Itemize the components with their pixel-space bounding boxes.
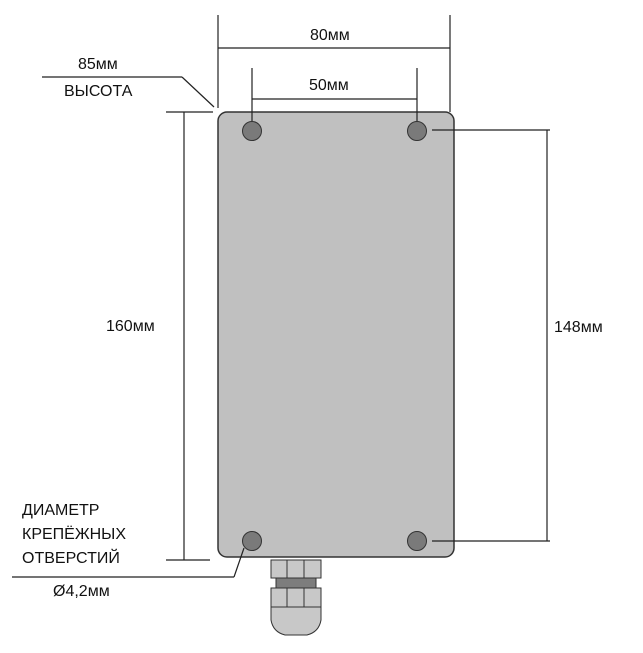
mounting-hole-bottom-left [242, 531, 262, 551]
mounting-hole-bottom-right [407, 531, 427, 551]
height-leader-lines [42, 76, 215, 108]
height-value-label: 85мм [78, 56, 118, 73]
cable-gland [270, 559, 322, 636]
mounting-hole-top-left [242, 121, 262, 141]
hole-spacing-vertical-label: 148мм [554, 319, 603, 336]
hole-note-line3: ОТВЕРСТИЙ [22, 550, 120, 567]
length-label: 160мм [106, 318, 155, 335]
hole-note-line1: ДИАМЕТР [22, 502, 100, 519]
width-dimension-lines [217, 15, 451, 112]
hole-spacing-vertical-lines [432, 129, 550, 542]
width-label: 80мм [310, 27, 350, 44]
hole-note-line2: КРЕПЁЖНЫХ [22, 526, 127, 543]
length-dimension-lines [166, 111, 213, 561]
mounting-hole-top-right [407, 121, 427, 141]
height-caption-label: ВЫСОТА [64, 83, 133, 100]
hole-diameter-value: Ø4,2мм [53, 583, 110, 600]
hole-spacing-horizontal-label: 50мм [309, 77, 349, 94]
enclosure-body [217, 111, 455, 558]
hole-spacing-horizontal-lines [251, 68, 418, 121]
hole-diameter-leader-lines [12, 547, 245, 578]
